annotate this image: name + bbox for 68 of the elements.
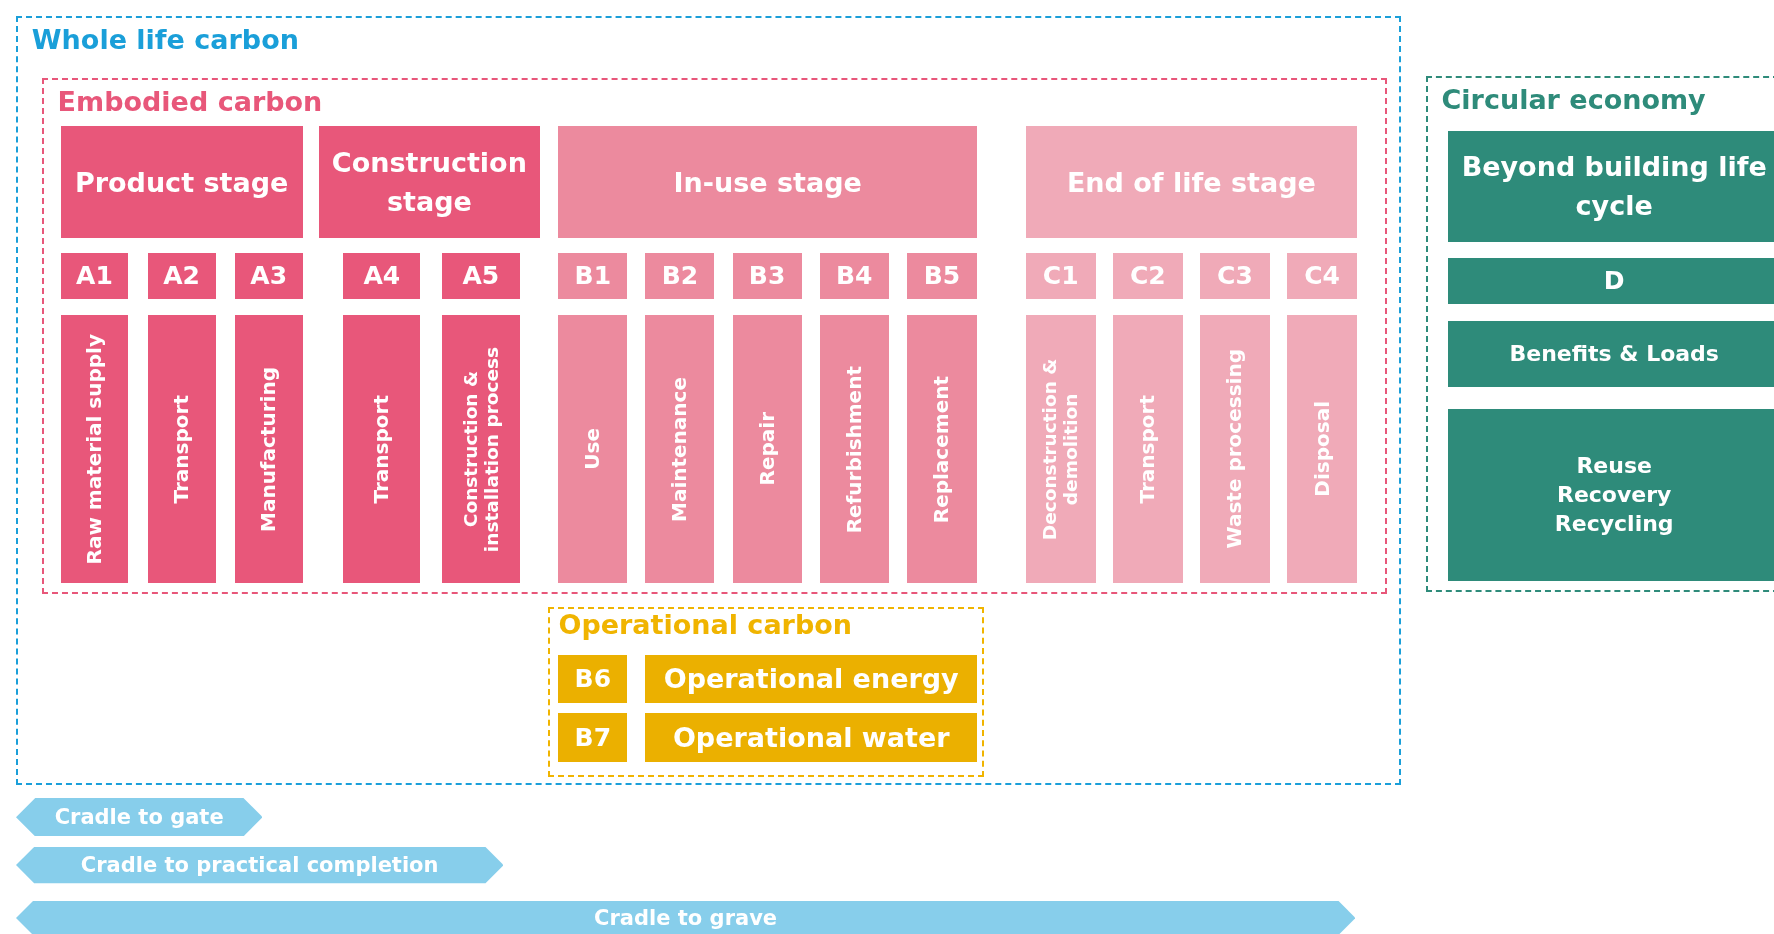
operational-tile: Operational water — [645, 713, 977, 762]
operational-tile: Operational energy — [645, 654, 977, 704]
module-label: Transport — [370, 394, 394, 504]
module-label: Manufacturing — [257, 366, 281, 532]
group-title: Circular economy — [1441, 83, 1706, 115]
stage-header: In-use stage — [558, 126, 977, 239]
module-column — [1286, 315, 1358, 584]
module-column — [819, 315, 889, 584]
group-title: Embodied carbon — [57, 85, 323, 117]
scope-range-band — [15, 847, 504, 884]
range-label: Cradle to practical completion — [80, 853, 439, 878]
module-column — [1025, 315, 1096, 584]
stage-header: Construction stage — [318, 126, 541, 239]
module-label: Raw material supply — [83, 333, 106, 565]
module-column — [147, 315, 216, 584]
module-code-tile: C4 — [1286, 252, 1358, 300]
module-column — [645, 315, 715, 584]
module-column — [343, 315, 421, 584]
scope-range-band — [15, 797, 263, 837]
module-code-tile: B4 — [819, 252, 889, 300]
module-code-tile: A5 — [441, 252, 520, 300]
module-label: Repair — [755, 412, 779, 486]
range-label: Cradle to gate — [54, 804, 224, 829]
module-code-tile: B6 — [558, 654, 628, 704]
module-code-tile: C2 — [1112, 252, 1183, 300]
module-label: Construction & installation process — [459, 345, 503, 554]
module-code-tile: A4 — [343, 252, 421, 300]
module-column — [732, 315, 802, 584]
stage-header: End of life stage — [1025, 126, 1358, 239]
scope-range-band — [15, 900, 1356, 934]
module-column — [906, 315, 977, 584]
module-code-tile: B5 — [906, 252, 977, 300]
module-label: Deconstruction & demolition — [1039, 357, 1082, 542]
module-code-tile: B7 — [558, 713, 628, 762]
group-frame — [548, 607, 984, 777]
module-column — [1199, 315, 1270, 584]
module-label: Transport — [1136, 394, 1160, 504]
module-label: Waste processing — [1223, 349, 1247, 549]
reuse-tile: Reuse Recovery Recycling — [1447, 409, 1774, 582]
module-column — [60, 315, 129, 584]
group-frame — [1425, 75, 1774, 592]
module-column — [234, 315, 303, 584]
group-frame — [15, 15, 1401, 786]
module-code-tile: C3 — [1199, 252, 1270, 300]
group-title: Whole life carbon — [31, 23, 299, 55]
module-code-tile: A2 — [147, 252, 216, 300]
module-label: Maintenance — [668, 376, 692, 522]
module-column — [441, 315, 520, 584]
module-label: Transport — [170, 394, 194, 504]
range-label: Cradle to grave — [594, 905, 778, 930]
module-label: Replacement — [930, 375, 954, 523]
module-label: Use — [581, 428, 605, 470]
benefits-tile: Benefits & Loads — [1447, 321, 1774, 387]
module-code-tile: D — [1447, 257, 1774, 305]
module-code-tile: A1 — [60, 252, 129, 300]
module-label: Disposal — [1310, 401, 1334, 497]
module-label: Refurbishment — [842, 365, 866, 533]
module-column — [1112, 315, 1183, 584]
module-code-tile: B2 — [645, 252, 715, 300]
module-code-tile: B1 — [558, 252, 628, 300]
stage-header: Product stage — [60, 126, 303, 239]
module-code-tile: B3 — [732, 252, 802, 300]
stage-header: Beyond building life cycle — [1447, 130, 1774, 242]
module-code-tile: A3 — [234, 252, 303, 300]
group-title: Operational carbon — [558, 609, 852, 641]
module-column — [558, 315, 628, 584]
group-frame — [41, 77, 1387, 594]
module-code-tile: C1 — [1025, 252, 1096, 300]
